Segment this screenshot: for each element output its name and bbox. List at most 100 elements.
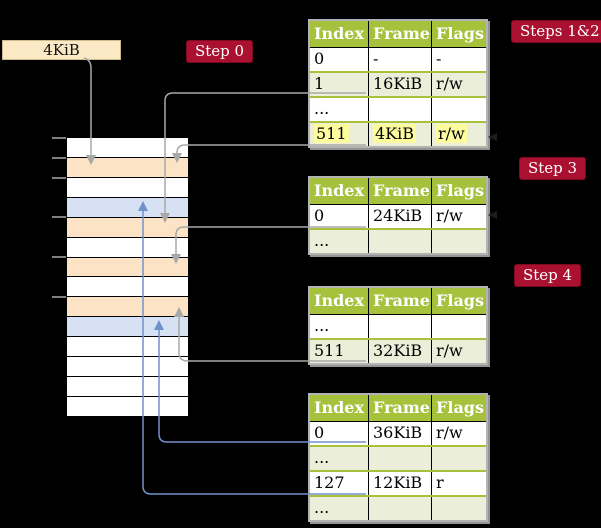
page-size-box: 4KiB: [2, 40, 121, 60]
page-table-1-cell: r/w: [431, 73, 486, 96]
highlighted-cell-text: 511: [314, 124, 349, 143]
memory-row-4: [67, 197, 188, 218]
memory-row-1: [67, 138, 188, 158]
badge-step-3: Step 3: [519, 157, 587, 180]
page-table-4-header-flags: Flags: [431, 395, 486, 421]
page-table-4-cell: ...: [314, 498, 330, 517]
memory-row-3: [67, 177, 188, 198]
memory-row-13: [67, 377, 188, 397]
memory-tick: [52, 256, 66, 258]
memory-row-11: [67, 337, 188, 358]
memory-row-14: [67, 396, 188, 416]
page-table-1-cell: r/w: [431, 123, 486, 146]
page-table-1-cell: 4KiB: [368, 123, 431, 146]
page-table-3-cell: 32KiB: [368, 340, 431, 363]
page-table-4-header-frame: Frame: [368, 395, 431, 421]
memory-row-7: [67, 257, 188, 278]
page-table-1-cell: 0: [314, 49, 325, 68]
memory-row-6: [67, 237, 188, 258]
memory-tick: [52, 296, 66, 298]
memory-row-10: [67, 317, 188, 338]
page-table-4-row-...: ...: [310, 495, 486, 520]
page-table-1-row-511: 511 4KiB r/w: [310, 121, 486, 146]
memory-tick: [52, 157, 66, 159]
page-table-4-cell: [368, 497, 431, 520]
page-table-3-cell: [368, 315, 431, 338]
memory-row-2: [67, 157, 188, 178]
page-table-3-header-frame: Frame: [368, 288, 431, 314]
page-table-3-header-index: Index: [314, 291, 365, 310]
page-table-1-header-frame: Frame: [368, 21, 431, 47]
page-table-1-cell: [431, 98, 486, 121]
entry-stub-table1-row511: [488, 133, 497, 141]
memory-row-5: [67, 217, 188, 238]
page-table-3-cell: 511: [314, 341, 345, 360]
badge-step-3-label: Step 3: [528, 159, 578, 177]
page-table-4-cell: [431, 497, 486, 520]
page-table-2-cell: 0: [314, 206, 325, 225]
page-table-3-cell: [431, 315, 486, 338]
page-table-4-cell: 36KiB: [368, 422, 431, 445]
badge-step-4: Step 4: [514, 264, 582, 287]
page-table-1-cell: -: [431, 48, 486, 71]
page-table-4-cell: r: [431, 472, 486, 495]
page-table-2-header-frame: Frame: [368, 178, 431, 204]
memory-row-8: [67, 277, 188, 298]
page-table-2-cell: [368, 230, 431, 253]
page-table-1-cell: [368, 98, 431, 121]
page-table-4-cell: 0: [314, 423, 325, 442]
badge-step-4-label: Step 4: [523, 266, 573, 284]
page-table-1-cell: 511: [310, 123, 368, 146]
page-table-2-cell: 24KiB: [368, 205, 431, 228]
page-table-4-cell: 127: [314, 473, 345, 492]
page-table-4-cell: [368, 447, 431, 470]
page-table-1-header-flags: Flags: [431, 21, 486, 47]
page-table-4-cell: 12KiB: [368, 472, 431, 495]
page-table-1-cell: 16KiB: [368, 73, 431, 96]
page-table-4-cell: r/w: [431, 422, 486, 445]
page-table-2-header-flags: Flags: [431, 178, 486, 204]
badge-step-0-label: Step 0: [195, 42, 245, 60]
badge-step-0: Step 0: [186, 40, 254, 63]
memory-tick: [52, 137, 66, 139]
page-table-1-cell: -: [368, 48, 431, 71]
memory-tick: [52, 177, 66, 179]
page-table-3-cell: ...: [314, 316, 330, 335]
entry-stub-table2-row0: [488, 211, 497, 219]
page-table-2-cell: r/w: [431, 205, 486, 228]
highlighted-cell-text: 4KiB: [373, 124, 417, 143]
page-table-3-cell: r/w: [431, 340, 486, 363]
page-table-1-cell: ...: [314, 99, 330, 118]
page-table-1-header-index: Index: [314, 24, 365, 43]
page-table-3-row-...: ...: [310, 314, 486, 338]
page-table-1-cell: 1: [314, 74, 325, 93]
badge-steps-1-2: Steps 1&2: [511, 20, 601, 43]
memory-tick: [52, 216, 66, 218]
page-table-2-cell: [431, 230, 486, 253]
highlighted-cell-text: r/w: [436, 124, 467, 143]
page-table-2-header-index: Index: [314, 181, 365, 200]
page-table-4-header-index: Index: [314, 398, 365, 417]
page-table-3-header-flags: Flags: [431, 288, 486, 314]
memory-row-9: [67, 297, 188, 318]
page-table-2-cell: ...: [314, 231, 330, 250]
page-table-1-row-0: 0 --: [310, 47, 486, 71]
page-table-4-cell: [431, 447, 486, 470]
page-table-4-cell: ...: [314, 448, 330, 467]
page-table-1-row-...: ...: [310, 96, 486, 121]
physical-memory-column: [66, 137, 189, 417]
